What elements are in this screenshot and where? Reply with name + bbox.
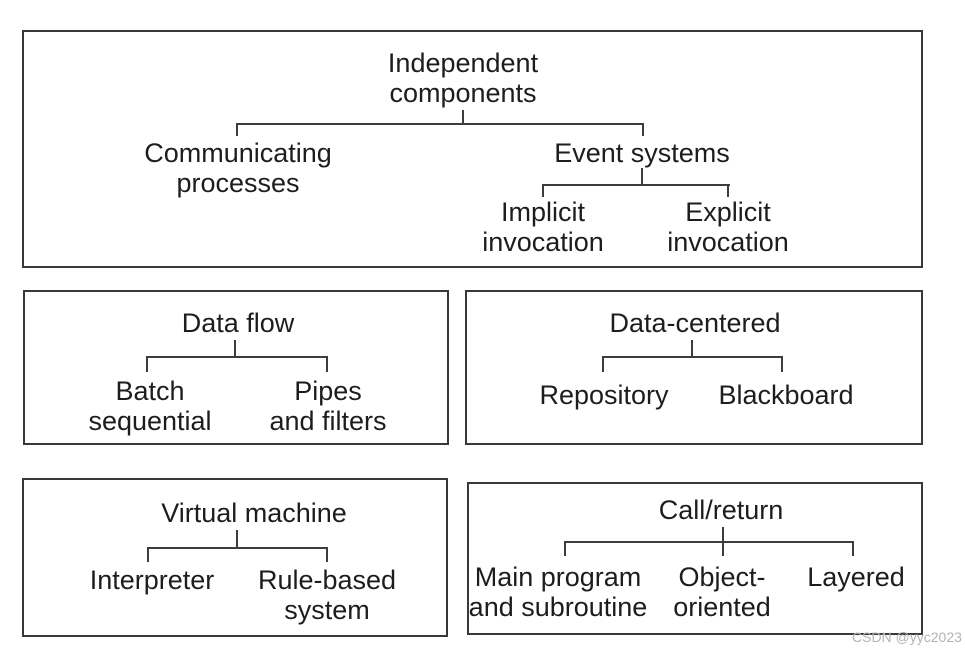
connector-data-flow-branch-bar — [146, 356, 328, 358]
connector-rule-based-drop — [326, 547, 328, 562]
connector-repository-drop — [602, 356, 604, 372]
connector-communicating-drop — [236, 123, 238, 136]
panel-data-centered — [465, 290, 923, 445]
node-layered: Layered — [807, 562, 905, 592]
connector-implicit-drop — [542, 184, 544, 197]
node-virtual-machine: Virtual machine — [161, 498, 347, 528]
node-pipes-and-filters: Pipes and filters — [269, 376, 387, 436]
node-interpreter: Interpreter — [89, 565, 215, 595]
connector-event-systems-branch-bar — [542, 184, 730, 186]
node-blackboard: Blackboard — [718, 380, 854, 410]
connector-main-program-drop — [564, 541, 566, 556]
node-object-oriented: Object- oriented — [673, 562, 771, 622]
node-repository: Repository — [539, 380, 669, 410]
node-main-program-and-subroutine: Main program and subroutine — [468, 562, 648, 622]
panel-virtual-machine — [22, 478, 448, 637]
connector-virtual-machine-branch-bar — [147, 547, 328, 549]
connector-call-return-branch-bar — [564, 541, 854, 543]
node-communicating-processes: Communicating processes — [144, 138, 332, 198]
node-call-return: Call/return — [658, 495, 784, 525]
node-event-systems: Event systems — [554, 138, 730, 168]
panel-call-return — [467, 482, 923, 635]
connector-independent-branch-bar — [236, 123, 644, 125]
node-implicit-invocation: Implicit invocation — [482, 197, 604, 257]
connector-data-centered-branch-bar — [602, 356, 783, 358]
node-rule-based-system: Rule-based system — [257, 565, 397, 625]
csdn-watermark: CSDN @yyc2023 — [852, 629, 962, 645]
connector-blackboard-drop — [781, 356, 783, 372]
connector-pipes-drop — [326, 356, 328, 372]
connector-independent-stem — [462, 110, 464, 124]
connector-object-oriented-drop — [722, 541, 724, 556]
node-data-centered: Data-centered — [609, 308, 781, 338]
node-data-flow: Data flow — [181, 308, 295, 338]
node-explicit-invocation: Explicit invocation — [667, 197, 789, 257]
node-independent-components: Independent components — [387, 48, 539, 108]
connector-interpreter-drop — [147, 547, 149, 562]
connector-layered-drop — [852, 541, 854, 556]
connector-batch-drop — [146, 356, 148, 372]
connector-virtual-machine-stem — [236, 530, 238, 548]
connector-event-systems-stem — [641, 168, 643, 185]
connector-data-centered-stem — [691, 340, 693, 357]
node-batch-sequential: Batch sequential — [88, 376, 212, 436]
connector-explicit-drop — [727, 184, 729, 197]
panel-independent-components — [22, 30, 923, 268]
connector-event-systems-drop — [642, 123, 644, 136]
connector-call-return-stem — [722, 527, 724, 542]
connector-data-flow-stem — [234, 340, 236, 357]
panel-data-flow — [23, 290, 449, 445]
